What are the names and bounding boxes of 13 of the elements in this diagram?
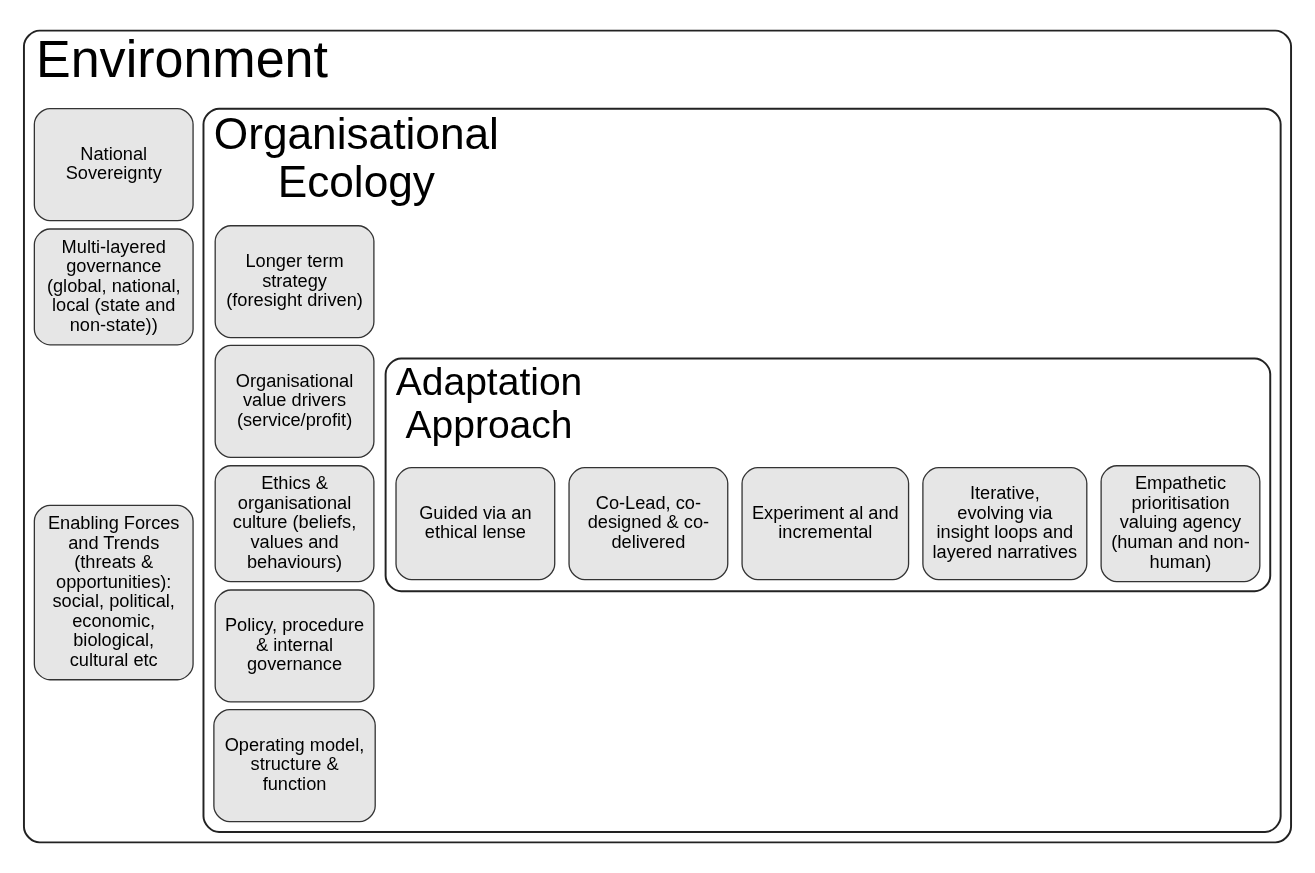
node-box: Experiment al and incremental — [741, 467, 910, 581]
node-box: Enabling Forces and Trends (threats & opportunities): social, political, economic, biological, cultural etc — [33, 504, 194, 681]
node-box: Empathetic prioritisation valuing agency (human and non-human) — [1100, 465, 1261, 583]
node-box: Co-Lead, co-designed & co-delivered — [568, 467, 729, 581]
node-box: Operating model, structure & function — [213, 709, 376, 823]
node-box: Iterative, evolving via insight loops and layered narratives — [922, 467, 1088, 581]
node-box: Multi-layered governance (global, national, local (state and non-state)) — [33, 228, 194, 346]
node-box: Guided via an ethical lense — [395, 467, 556, 581]
node-box: National Sovereignty — [33, 108, 194, 222]
node-box: Ethics & organisational culture (beliefs, values and behaviours) — [214, 465, 375, 583]
node-box: Organisational value drivers (service/profit) — [214, 344, 375, 458]
node-box: Longer term strategy (foresight driven) — [214, 225, 375, 339]
node-box: Policy, procedure & internal governance — [214, 589, 375, 703]
